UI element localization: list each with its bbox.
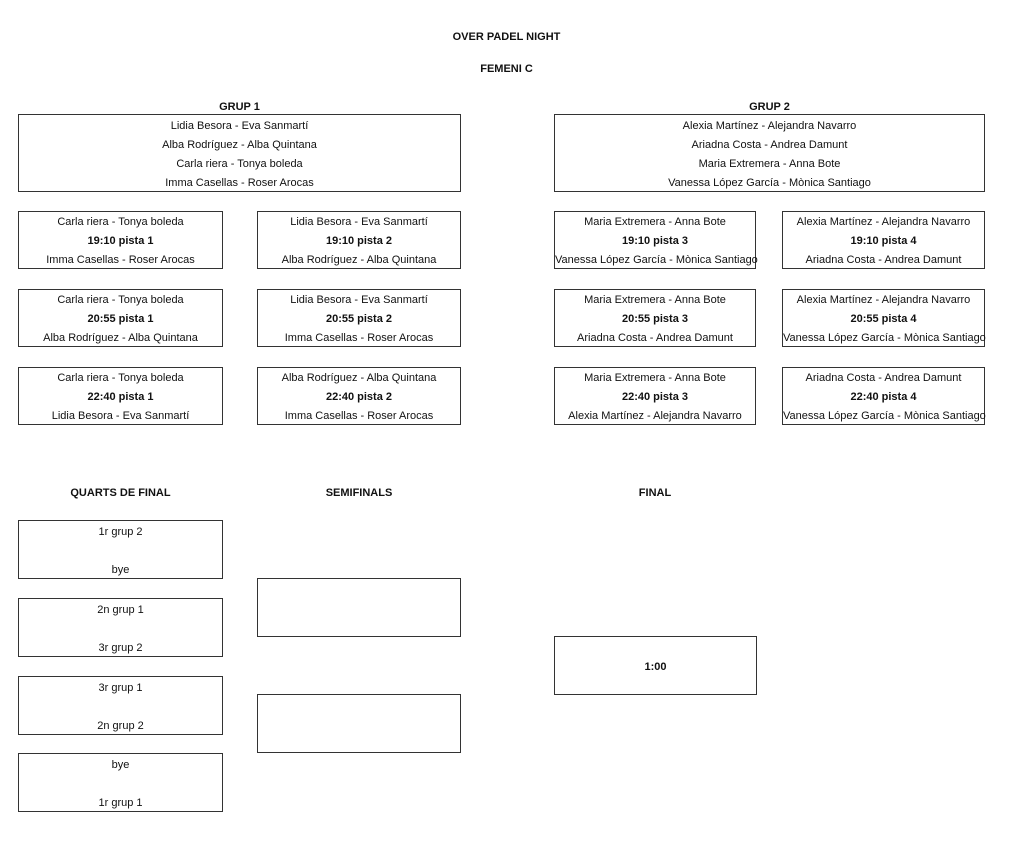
event-title: OVER PADEL NIGHT: [452, 31, 561, 43]
match-time-court: 19:10 pista 4: [850, 235, 917, 247]
match-home-team: Lidia Besora - Eva Sanmartí: [290, 216, 428, 228]
match-away-team: Alba Rodríguez - Alba Quintana: [43, 332, 198, 344]
match-time-court: 22:40 pista 1: [87, 391, 154, 403]
quarterfinal-card: 1r grup 2 bye: [18, 520, 223, 579]
match-time-court: 20:55 pista 4: [850, 313, 917, 325]
team-name: Alexia Martínez - Alejandra Navarro: [682, 120, 857, 132]
match-time-court: 22:40 pista 2: [325, 391, 393, 403]
seed-bottom: bye: [111, 564, 130, 576]
match-time-court: 20:55 pista 1: [87, 313, 154, 325]
match-home-team: Alba Rodríguez - Alba Quintana: [281, 372, 437, 384]
match-home-team: Maria Extremera - Anna Bote: [584, 372, 726, 384]
match-card: Maria Extremera - Anna Bote 22:40 pista …: [554, 367, 756, 425]
semifinal-card: [257, 694, 461, 753]
quarterfinal-card: 3r grup 1 2n grup 2: [18, 676, 223, 735]
match-home-team: Maria Extremera - Anna Bote: [584, 294, 726, 306]
seed-top: 2n grup 1: [97, 604, 144, 616]
team-name: Maria Extremera - Anna Bote: [698, 158, 841, 170]
team-name: Imma Casellas - Roser Arocas: [165, 177, 314, 189]
match-home-team: Carla riera - Tonya boleda: [57, 216, 184, 228]
seed-bottom: 3r grup 2: [98, 642, 143, 654]
match-home-team: Maria Extremera - Anna Bote: [584, 216, 726, 228]
match-time-court: 19:10 pista 2: [325, 235, 393, 247]
match-card: Lidia Besora - Eva Sanmartí 20:55 pista …: [257, 289, 461, 347]
match-away-team: Alba Rodríguez - Alba Quintana: [281, 254, 437, 266]
final-heading: FINAL: [638, 487, 672, 499]
match-card: Ariadna Costa - Andrea Damunt 22:40 pist…: [782, 367, 986, 425]
match-time-court: 20:55 pista 3: [621, 313, 689, 325]
match-card: Carla riera - Tonya boleda 19:10 pista 1…: [18, 211, 223, 269]
team-name: Alba Rodríguez - Alba Quintana: [162, 139, 317, 151]
final-card: 1:00: [554, 636, 757, 695]
final-time: 1:00: [644, 661, 667, 673]
match-time-court: 22:40 pista 3: [621, 391, 689, 403]
group-1-heading: GRUP 1: [219, 101, 260, 113]
match-home-team: Lidia Besora - Eva Sanmartí: [290, 294, 428, 306]
match-card: Maria Extremera - Anna Bote 19:10 pista …: [554, 211, 758, 269]
match-away-team: Imma Casellas - Roser Arocas: [46, 254, 195, 266]
seed-bottom: 1r grup 1: [98, 797, 143, 809]
match-home-team: Carla riera - Tonya boleda: [57, 372, 184, 384]
match-home-team: Carla riera - Tonya boleda: [57, 294, 184, 306]
quarterfinal-card: 2n grup 1 3r grup 2: [18, 598, 223, 657]
match-away-team: Vanessa López García - Mònica Santiago: [783, 332, 986, 344]
match-home-team: Alexia Martínez - Alejandra Navarro: [796, 216, 971, 228]
match-away-team: Alexia Martínez - Alejandra Navarro: [568, 410, 742, 422]
match-time-court: 22:40 pista 4: [850, 391, 917, 403]
seed-top: 3r grup 1: [98, 682, 143, 694]
match-card: Maria Extremera - Anna Bote 20:55 pista …: [554, 289, 756, 347]
quarters-heading: QUARTS DE FINAL: [70, 487, 171, 499]
semis-heading: SEMIFINALS: [325, 487, 393, 499]
seed-top: 1r grup 2: [98, 526, 143, 538]
match-card: Alba Rodríguez - Alba Quintana 22:40 pis…: [257, 367, 461, 425]
match-away-team: Vanessa López García - Mònica Santiago: [555, 254, 758, 266]
match-home-team: Alexia Martínez - Alejandra Navarro: [796, 294, 971, 306]
match-away-team: Imma Casellas - Roser Arocas: [284, 332, 434, 344]
match-time-court: 19:10 pista 3: [621, 235, 689, 247]
team-name: Ariadna Costa - Andrea Damunt: [691, 139, 848, 151]
match-away-team: Imma Casellas - Roser Arocas: [284, 410, 434, 422]
group-2-heading: GRUP 2: [749, 101, 790, 113]
match-away-team: Vanessa López García - Mònica Santiago: [783, 410, 986, 422]
match-away-team: Lidia Besora - Eva Sanmartí: [51, 410, 190, 422]
match-card: Carla riera - Tonya boleda 20:55 pista 1…: [18, 289, 223, 347]
match-time-court: 20:55 pista 2: [325, 313, 393, 325]
semifinal-card: [257, 578, 461, 637]
match-card: Alexia Martínez - Alejandra Navarro 20:5…: [782, 289, 986, 347]
match-card: Lidia Besora - Eva Sanmartí 19:10 pista …: [257, 211, 461, 269]
quarterfinal-card: bye 1r grup 1: [18, 753, 223, 812]
group-2-team-list: Alexia Martínez - Alejandra Navarro Aria…: [554, 114, 985, 192]
team-name: Vanessa López García - Mònica Santiago: [668, 177, 871, 189]
team-name: Carla riera - Tonya boleda: [176, 158, 303, 170]
seed-top: bye: [111, 759, 130, 771]
match-away-team: Ariadna Costa - Andrea Damunt: [577, 332, 733, 344]
match-home-team: Ariadna Costa - Andrea Damunt: [805, 372, 962, 384]
match-away-team: Ariadna Costa - Andrea Damunt: [805, 254, 962, 266]
seed-bottom: 2n grup 2: [97, 720, 144, 732]
team-name: Lidia Besora - Eva Sanmartí: [170, 120, 309, 132]
match-card: Carla riera - Tonya boleda 22:40 pista 1…: [18, 367, 223, 425]
group-1-team-list: Lidia Besora - Eva Sanmartí Alba Rodrígu…: [18, 114, 461, 192]
match-time-court: 19:10 pista 1: [87, 235, 154, 247]
category-title: FEMENI C: [480, 63, 533, 75]
match-card: Alexia Martínez - Alejandra Navarro 19:1…: [782, 211, 985, 269]
